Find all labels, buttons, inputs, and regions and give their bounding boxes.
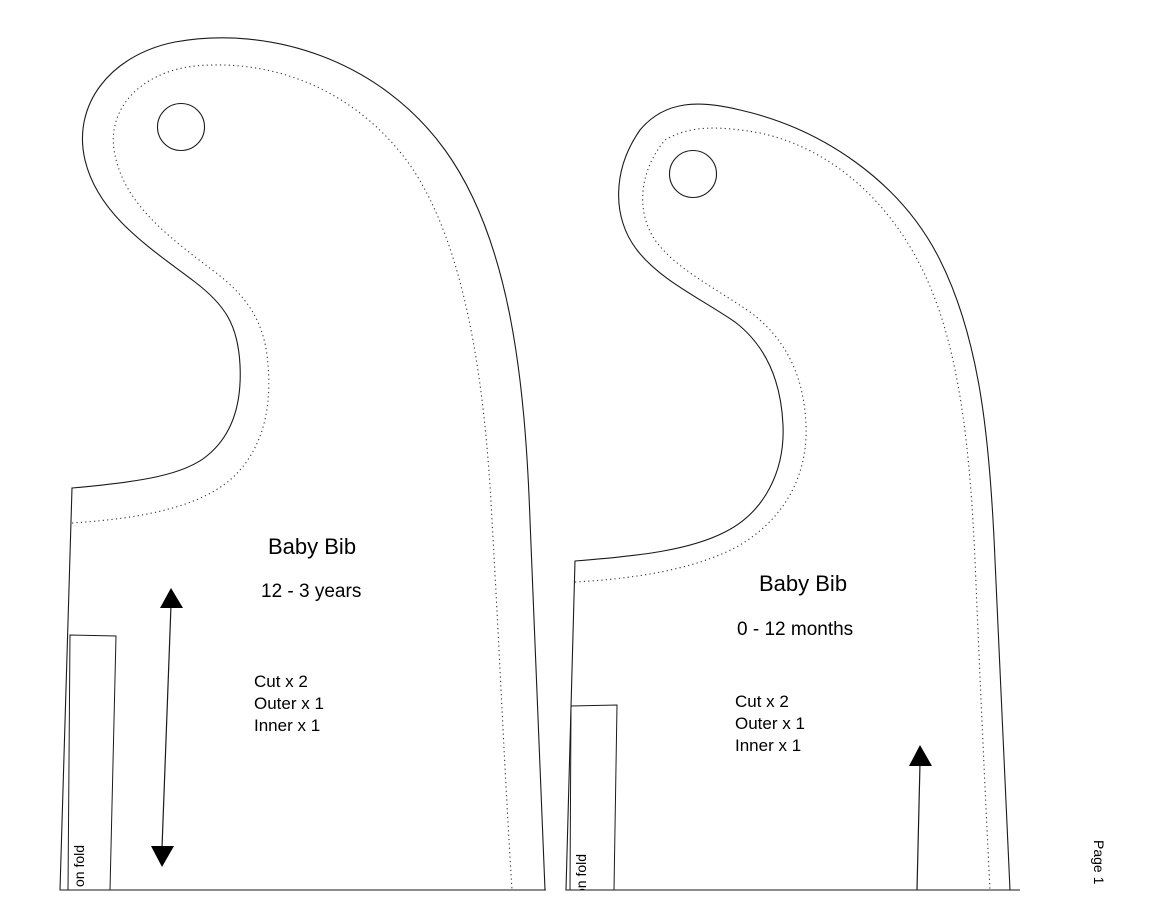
cut-instruction: Outer x 1 [735,714,805,733]
bib-piece-large [59,37,546,891]
fold-box-small [569,704,618,891]
arrow-up-icon [909,745,932,766]
cut-instruction: Cut x 2 [735,692,789,711]
cut-instruction: Outer x 1 [254,694,324,713]
cut-instructions-large: Cut x 2 Outer x 1 Inner x 1 [254,671,324,737]
cut-line-outer-large [59,37,546,891]
fold-box-large [67,634,117,891]
grain-line-small [916,762,921,891]
fold-label-small: on fold [573,853,589,890]
arrow-up-icon [160,588,183,608]
seam-line-large [71,64,513,891]
cut-instruction: Inner x 1 [735,736,802,755]
arrow-down-icon [151,846,174,867]
cut-line-outer-small [565,103,1011,891]
fold-label-clip-small: on fold [566,840,606,890]
bib-piece-small [565,103,1020,891]
piece-size-large: 12 - 3 years [261,581,362,602]
piece-title-large: Baby Bib [268,534,357,559]
snap-hole-large [156,102,206,152]
fold-label-large: on fold [71,844,87,887]
grain-line-large [161,604,172,849]
piece-size-small: 0 - 12 months [737,619,854,640]
cut-instruction: Inner x 1 [254,716,321,735]
cut-instructions-small: Cut x 2 Outer x 1 Inner x 1 [735,691,805,757]
seam-line-small [574,127,991,891]
snap-hole-small [668,149,718,199]
page-number: Page 1 [1091,840,1107,885]
cut-instruction: Cut x 2 [254,672,308,691]
piece-title-small: Baby Bib [759,571,848,596]
